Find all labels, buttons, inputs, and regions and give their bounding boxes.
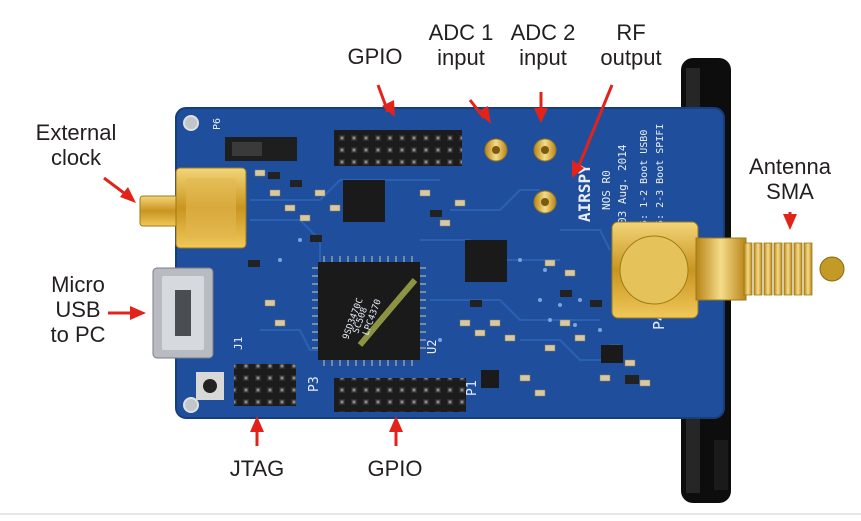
label-ext-clock: External clock bbox=[20, 120, 132, 170]
silk-u2: U2 bbox=[425, 340, 439, 354]
silk-boot2: P5: 2-3 Boot SPIFI bbox=[655, 124, 666, 232]
label-rf-line2: output bbox=[600, 45, 662, 70]
label-rf: RF output bbox=[586, 20, 676, 70]
silk-p6: P6 bbox=[212, 118, 223, 130]
label-ext-clock-line1: External bbox=[35, 120, 117, 145]
label-jtag: JTAG bbox=[229, 456, 285, 481]
label-adc2-line2: input bbox=[519, 45, 567, 70]
silk-boot1: P5: 1-2 Boot USB0 bbox=[639, 130, 650, 232]
label-adc1-line2: input bbox=[437, 45, 485, 70]
label-adc1: ADC 1 input bbox=[418, 20, 504, 70]
silk-rev: NOS R0 bbox=[600, 170, 613, 210]
pcb-board: AIRSPY NOS R0 03 Aug. 2014 P5: 1-2 Boot … bbox=[175, 107, 725, 419]
label-micro-usb-line2: USB bbox=[55, 297, 101, 322]
label-rf-line1: RF bbox=[616, 20, 646, 45]
external-clock-connector bbox=[139, 167, 247, 249]
jtag-header bbox=[234, 364, 296, 406]
label-antenna-line1: Antenna bbox=[749, 154, 831, 179]
callout-arrows bbox=[103, 84, 797, 446]
antenna-sma-connector bbox=[611, 221, 845, 319]
label-gpio-bottom: GPIO bbox=[367, 456, 423, 481]
silk-date: 03 Aug. 2014 bbox=[616, 144, 629, 224]
gpio-bottom-header bbox=[334, 378, 466, 412]
silk-brand: AIRSPY bbox=[575, 164, 594, 222]
label-adc1-line1: ADC 1 bbox=[428, 20, 494, 45]
label-micro-usb-line1: Micro bbox=[51, 272, 105, 297]
gpio-top-header bbox=[334, 130, 462, 166]
ufl-connectors bbox=[484, 138, 557, 214]
chip-tuner bbox=[465, 240, 507, 282]
label-adc2-line1: ADC 2 bbox=[510, 20, 576, 45]
label-ext-clock-line2: clock bbox=[50, 145, 102, 170]
label-adc2: ADC 2 input bbox=[500, 20, 586, 70]
label-gpio-top: GPIO bbox=[347, 44, 403, 69]
label-micro-usb: Micro USB to PC bbox=[38, 272, 118, 347]
silk-p3: P3 bbox=[307, 376, 322, 392]
chip-upper bbox=[343, 180, 385, 222]
label-micro-usb-line3: to PC bbox=[50, 322, 106, 347]
silk-j1: J1 bbox=[232, 337, 245, 350]
silk-p1: P1 bbox=[465, 380, 480, 396]
micro-usb-connector bbox=[152, 267, 214, 359]
label-antenna: Antenna SMA bbox=[738, 154, 842, 204]
mcu-chip bbox=[312, 256, 426, 366]
label-antenna-line2: SMA bbox=[766, 179, 814, 204]
